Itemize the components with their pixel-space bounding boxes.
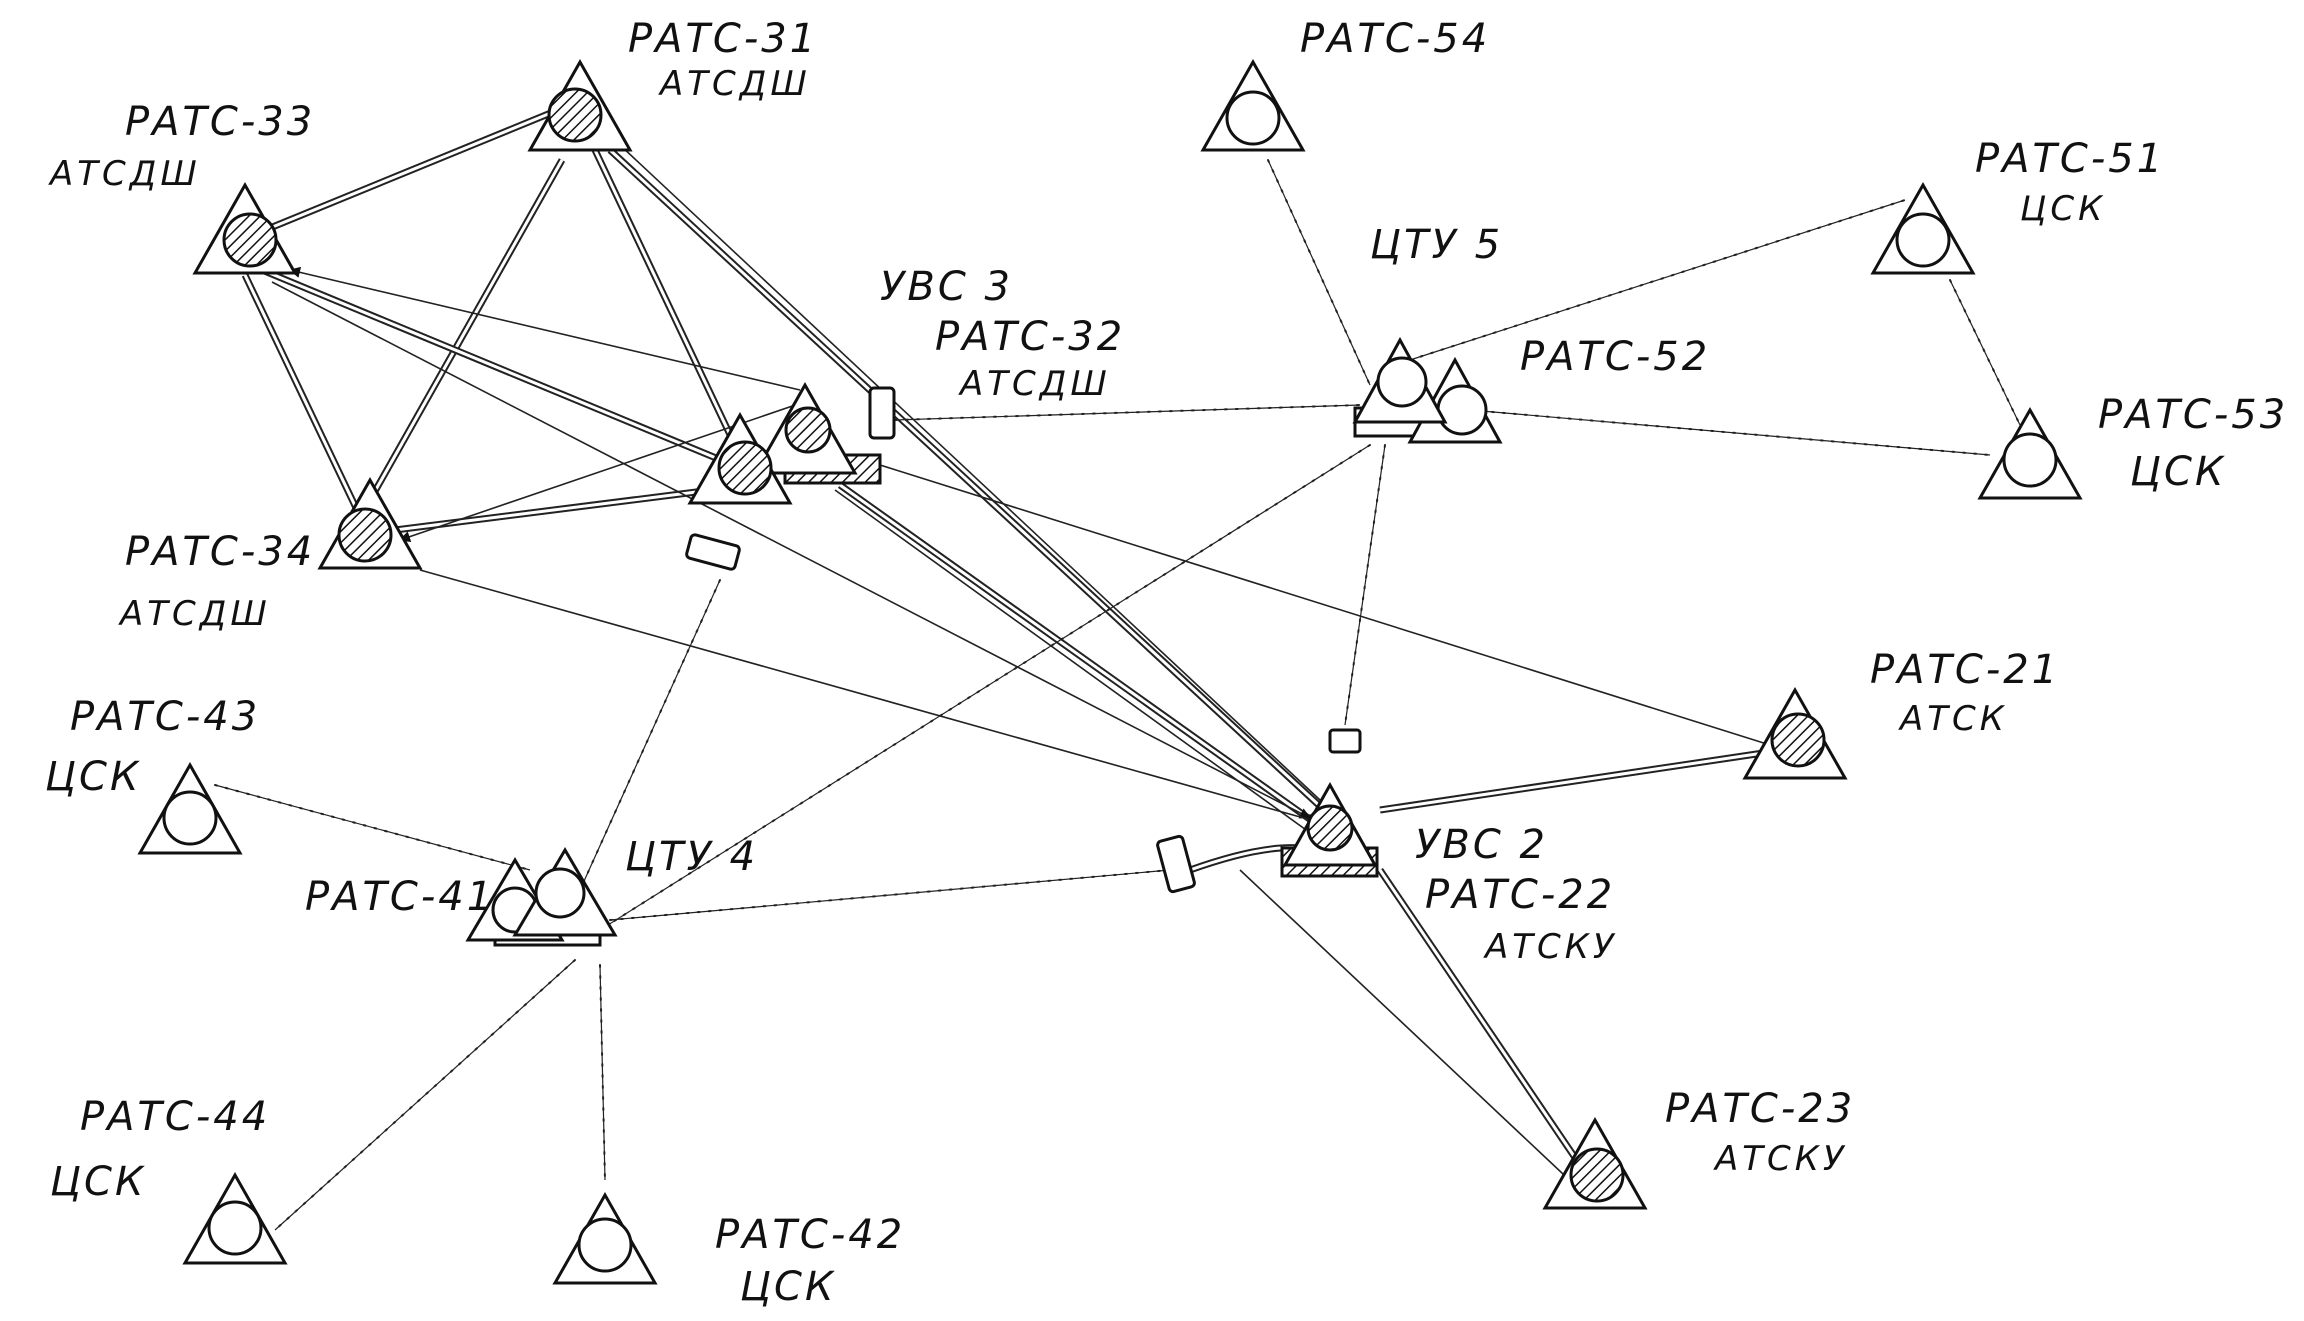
label-ctu5: ЦТУ 5 bbox=[1370, 222, 1503, 268]
label-ratc44-name: РАТС-44 bbox=[80, 1094, 270, 1140]
label-ratc42-type: ЦСК bbox=[740, 1264, 836, 1310]
label-ratc42-name: РАТС-42 bbox=[715, 1212, 905, 1258]
label-ratc22-name: РАТС-22 bbox=[1425, 872, 1615, 918]
label-ratc44-type: ЦСК bbox=[50, 1159, 146, 1205]
label-ratc31-type: АТСДШ bbox=[658, 64, 811, 104]
dotted-links bbox=[214, 159, 2021, 1231]
connections bbox=[214, 106, 2021, 1231]
label-ratc41-name: РАТС-41 bbox=[305, 874, 495, 920]
node-ratc42[interactable] bbox=[552, 1191, 658, 1285]
label-ratc43-name: РАТС-43 bbox=[70, 694, 260, 740]
label-ratc31-name: РАТС-31 bbox=[628, 16, 818, 62]
node-ratc34[interactable] bbox=[317, 476, 423, 570]
label-ratc33-type: АТСДШ bbox=[48, 154, 201, 194]
uvc2-module-left bbox=[1156, 834, 1196, 894]
label-ratc32-name: РАТС-32 bbox=[935, 314, 1125, 360]
label-uvc2: УВС 2 bbox=[1415, 822, 1548, 868]
label-ratc21-name: РАТС-21 bbox=[1870, 647, 2060, 693]
label-ratc34-type: АТСДШ bbox=[118, 594, 271, 634]
node-ratc51[interactable] bbox=[1870, 181, 1976, 275]
label-ratc53-name: РАТС-53 bbox=[2098, 392, 2288, 438]
nodes bbox=[137, 58, 2083, 1285]
node-ratc33[interactable] bbox=[192, 181, 298, 275]
node-ratc22[interactable] bbox=[1282, 781, 1378, 867]
label-ctu4: ЦТУ 4 bbox=[625, 834, 758, 880]
node-ratc43[interactable] bbox=[137, 761, 243, 855]
node-ratc52[interactable] bbox=[1352, 336, 1503, 444]
label-ratc23-type: АТСКУ bbox=[1713, 1139, 1848, 1179]
node-ratc21[interactable] bbox=[1742, 686, 1848, 780]
node-ratc31[interactable] bbox=[527, 58, 633, 152]
uvc2-module-top bbox=[1328, 728, 1362, 754]
node-ratc54[interactable] bbox=[1200, 58, 1306, 152]
label-ratc51-name: РАТС-51 bbox=[1975, 136, 2165, 182]
node-ratc44[interactable] bbox=[182, 1171, 288, 1265]
labels: РАТС-31 АТСДШ РАТС-33 АТСДШ РАТС-34 АТСД… bbox=[45, 16, 2288, 1310]
thin-links bbox=[271, 144, 1771, 1191]
label-ratc51-type: ЦСК bbox=[2020, 189, 2106, 229]
label-ratc21-type: АТСК bbox=[1898, 699, 2008, 739]
node-ratc32[interactable] bbox=[687, 381, 858, 505]
label-ratc52-name: РАТС-52 bbox=[1520, 334, 1710, 380]
label-ratc34-name: РАТС-34 bbox=[125, 529, 315, 575]
label-uvc3: УВС 3 bbox=[880, 264, 1013, 310]
label-ratc23-name: РАТС-23 bbox=[1665, 1086, 1855, 1132]
node-ratc53[interactable] bbox=[1977, 406, 2083, 500]
label-ratc53-type: ЦСК bbox=[2130, 449, 2226, 495]
label-ratc33-name: РАТС-33 bbox=[125, 99, 315, 145]
node-ratc23[interactable] bbox=[1542, 1116, 1648, 1210]
label-ratc43-type: ЦСК bbox=[45, 754, 141, 800]
double-links bbox=[241, 106, 1771, 1167]
uvc3-module-bottom bbox=[685, 533, 741, 571]
label-ratc54-name: РАТС-54 bbox=[1300, 16, 1490, 62]
label-ratc32-type: АТСДШ bbox=[958, 364, 1111, 404]
label-ratc22-type: АТСКУ bbox=[1483, 927, 1618, 967]
uvc3-module-top bbox=[868, 386, 896, 440]
node-ratc41[interactable] bbox=[465, 847, 618, 942]
